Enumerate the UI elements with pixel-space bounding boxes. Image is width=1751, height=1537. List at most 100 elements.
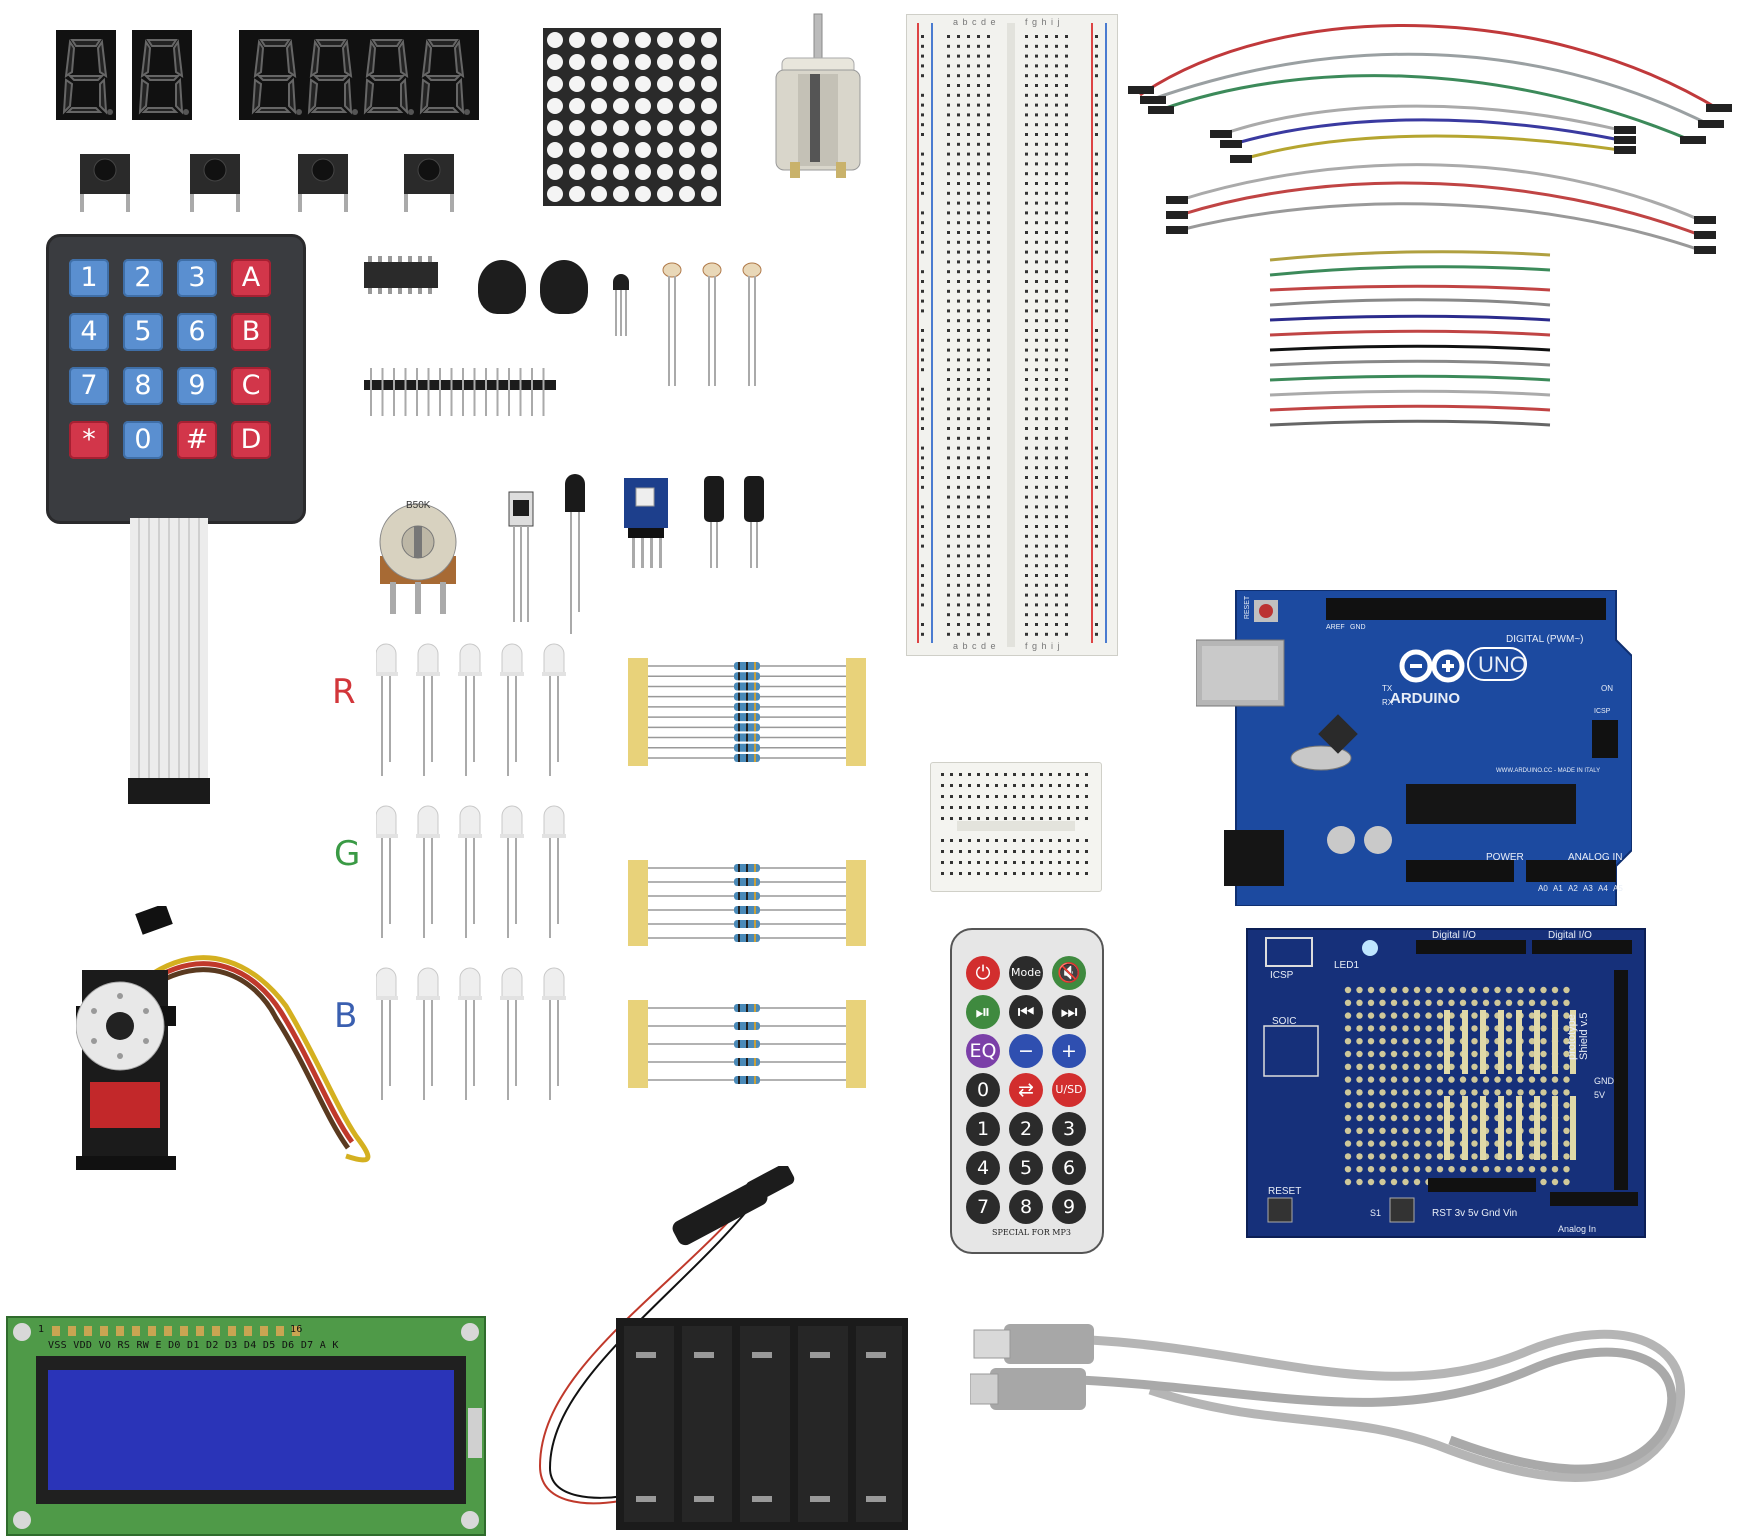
arduino-icsp-label: ICSP bbox=[1594, 708, 1611, 715]
proto-digital-right: Digital I/O bbox=[1548, 930, 1592, 941]
remote-button[interactable]: 8 bbox=[1009, 1190, 1043, 1224]
ic-pins-icon bbox=[368, 256, 432, 294]
arduino-gnd-label: GND bbox=[1350, 624, 1366, 631]
remote-button[interactable]: Mode bbox=[1009, 956, 1043, 990]
keypad-key[interactable]: 4 bbox=[69, 313, 109, 351]
remote-button[interactable]: 1 bbox=[966, 1112, 1000, 1146]
proto-icsp: ICSP bbox=[1270, 970, 1294, 981]
seven-segment-four-digit bbox=[239, 30, 479, 120]
remote-button[interactable]: EQ bbox=[966, 1034, 1000, 1068]
remote-button[interactable]: ⏮ bbox=[1009, 995, 1043, 1029]
breadboard-mini-holes-icon bbox=[941, 773, 1088, 875]
keypad-key[interactable]: D bbox=[231, 421, 271, 459]
proto-analog: Analog In bbox=[1558, 1224, 1597, 1234]
usb-cable bbox=[970, 1324, 1685, 1482]
keypad-key[interactable]: 6 bbox=[177, 313, 217, 351]
dot-matrix-icon bbox=[547, 32, 717, 202]
ic-chip bbox=[364, 256, 438, 294]
remote-button[interactable]: − bbox=[1009, 1034, 1043, 1068]
remote-button[interactable]: 9 bbox=[1052, 1190, 1086, 1224]
proto-digital-left: Digital I/O bbox=[1432, 930, 1476, 941]
proto-gnd: GND bbox=[1594, 1076, 1614, 1086]
potentiometer: B50K bbox=[378, 496, 458, 616]
arduino-analog-pin-label: A3 bbox=[1583, 884, 1593, 893]
remote-button[interactable]: 7 bbox=[966, 1190, 1000, 1224]
remote-button[interactable]: ⇄ bbox=[1009, 1073, 1043, 1107]
remote-button[interactable]: ⏯ bbox=[966, 995, 1000, 1029]
battery-holder-icon bbox=[538, 1164, 908, 1530]
remote-button[interactable]: 🔇 bbox=[1052, 956, 1086, 990]
arduino-analog-pin-label: A1 bbox=[1553, 884, 1563, 893]
keypad-key[interactable]: C bbox=[231, 367, 271, 405]
keypad-key[interactable]: * bbox=[69, 421, 109, 459]
keypad-key[interactable]: A bbox=[231, 259, 271, 297]
photoresistor-icon bbox=[662, 262, 762, 386]
lcd-frame-icon bbox=[13, 1323, 482, 1529]
keypad-key[interactable]: 5 bbox=[123, 313, 163, 351]
breadboard-cols-right-bottom: f g h i j bbox=[1025, 641, 1061, 651]
remote-button[interactable]: 2 bbox=[1009, 1112, 1043, 1146]
led-rows-icon bbox=[376, 643, 566, 1100]
arduino-tx-label: TX bbox=[1382, 684, 1393, 693]
buzzer-1 bbox=[478, 260, 526, 314]
remote-button[interactable]: U/SD bbox=[1052, 1073, 1086, 1107]
remote-footer: SPECIAL FOR MP3 bbox=[992, 1228, 1071, 1237]
keypad-key[interactable]: 1 bbox=[69, 259, 109, 297]
ir-led-icon bbox=[565, 474, 585, 634]
proto-led1: LED1 bbox=[1334, 960, 1360, 971]
pin-header-icon bbox=[364, 368, 556, 416]
remote-button[interactable]: 3 bbox=[1052, 1112, 1086, 1146]
keypad-key[interactable]: 3 bbox=[177, 259, 217, 297]
segment-four-digit-icon bbox=[251, 39, 470, 115]
remote-button[interactable]: 0 bbox=[966, 1073, 1000, 1107]
proto-soic: SOIC bbox=[1272, 1016, 1297, 1027]
transistor bbox=[612, 268, 630, 338]
remote-button[interactable]: 6 bbox=[1052, 1151, 1086, 1185]
potentiometer-icon bbox=[379, 503, 457, 614]
transistor-icon bbox=[613, 274, 629, 336]
rgb-led-module bbox=[622, 476, 670, 570]
keypad-key[interactable]: 9 bbox=[177, 367, 217, 405]
led-label-green: G bbox=[334, 834, 361, 874]
breadboard-holes-icon bbox=[921, 35, 1098, 636]
capacitors bbox=[702, 474, 770, 570]
lcd-module: 1 16 VSS VDD VO RS RW E D0 D1 D2 D3 D4 D… bbox=[6, 1316, 486, 1536]
arduino-on-label: ON bbox=[1601, 684, 1613, 693]
remote-button[interactable]: 4 bbox=[966, 1151, 1000, 1185]
arduino-reset-label: RESET bbox=[1244, 595, 1252, 620]
lcd-pin-labels: VSS VDD VO RS RW E D0 D1 D2 D3 D4 D5 D6 … bbox=[48, 1340, 339, 1351]
arduino-analog-pin-label: A4 bbox=[1598, 884, 1608, 893]
arduino-rx-label: RX bbox=[1382, 698, 1394, 707]
keypad-key[interactable]: # bbox=[177, 421, 217, 459]
jumper-wires bbox=[1128, 24, 1732, 427]
remote-button[interactable]: ⏭ bbox=[1052, 995, 1086, 1029]
remote-button[interactable]: + bbox=[1052, 1034, 1086, 1068]
keypad-key[interactable]: 2 bbox=[123, 259, 163, 297]
servo-icon bbox=[75, 903, 371, 1170]
buzzer-2 bbox=[540, 260, 588, 314]
arduino-logo-text: ARDUINO bbox=[1390, 690, 1460, 707]
segment-digit-icon bbox=[138, 39, 189, 115]
breadboard-cols-left-bottom: a b c d e bbox=[953, 641, 997, 651]
proto-name: prototype Shield v.5 bbox=[1566, 1012, 1590, 1061]
proto-shield-grid-icon bbox=[1263, 937, 1638, 1223]
keypad-connector bbox=[128, 778, 210, 804]
lcd-pin-start: 1 bbox=[38, 1324, 45, 1335]
keypad-key[interactable]: 8 bbox=[123, 367, 163, 405]
tactile-buttons bbox=[76, 146, 476, 216]
servo-motor: STANDARD HITEC HS-311 bbox=[75, 903, 376, 1176]
breadboard-large: a b c d e f g h i j a b c d e f g h i j bbox=[906, 14, 1118, 656]
keypad-key[interactable]: 7 bbox=[69, 367, 109, 405]
proto-s1: S1 bbox=[1370, 1208, 1382, 1218]
rgb-module-icon bbox=[624, 478, 668, 568]
proto-reset: RESET bbox=[1268, 1186, 1302, 1197]
led-label-red: R bbox=[332, 672, 356, 712]
breadboard-cols-right-top: f g h i j bbox=[1025, 17, 1061, 27]
arduino-analog-label: ANALOG IN bbox=[1568, 852, 1623, 863]
remote-button[interactable]: 5 bbox=[1009, 1151, 1043, 1185]
remote-button[interactable]: ⏻ bbox=[966, 956, 1000, 990]
keypad-key[interactable]: 0 bbox=[123, 421, 163, 459]
keypad-key[interactable]: B bbox=[231, 313, 271, 351]
